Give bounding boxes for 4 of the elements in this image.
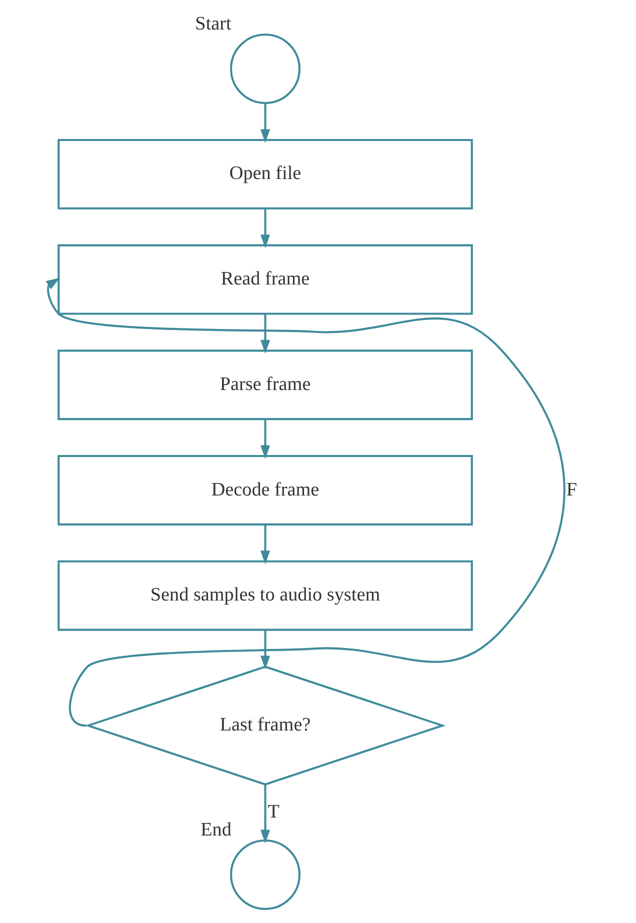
edge-label: T: [267, 802, 279, 823]
edge-label: F: [566, 479, 577, 500]
node-label: Start: [194, 13, 231, 34]
node-label: End: [200, 819, 231, 840]
